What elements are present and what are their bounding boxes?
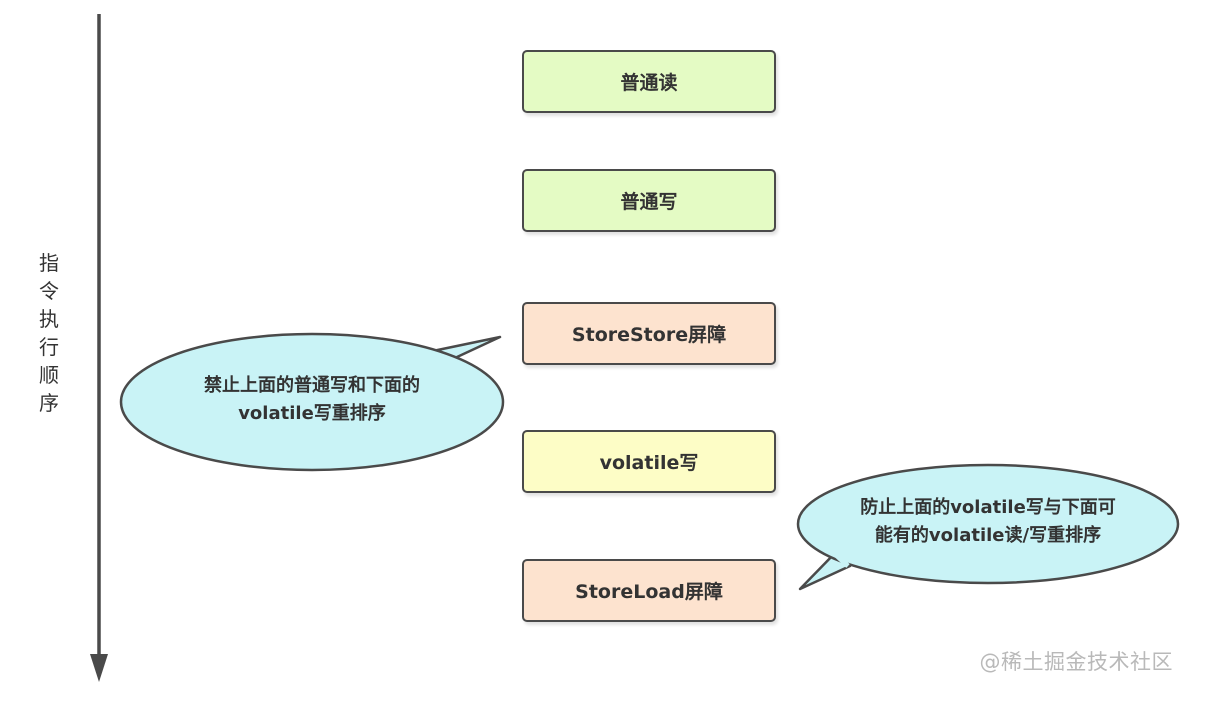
- storestore-barrier-box: StoreStore屏障: [522, 302, 776, 365]
- axis-label-char: 行: [39, 335, 59, 359]
- axis-label-char: 指: [39, 251, 59, 275]
- normal-read-box: 普通读: [522, 50, 776, 113]
- callout-text-storeload: 防止上面的volatile写与下面可 能有的volatile读/写重排序: [806, 494, 1170, 550]
- normal-write-box: 普通写: [522, 169, 776, 232]
- callout-bubble-storestore: [119, 332, 505, 472]
- callout-line: 禁止上面的普通写和下面的: [204, 375, 420, 396]
- callout-line: volatile写重排序: [238, 403, 386, 424]
- axis-label-char: 令: [39, 279, 59, 303]
- callout-text-storestore: 禁止上面的普通写和下面的 volatile写重排序: [132, 372, 492, 428]
- callout-line: 防止上面的volatile写与下面可: [860, 497, 1116, 518]
- axis-label-char: 顺: [39, 363, 59, 387]
- watermark: @稀土掘金技术社区: [979, 650, 1173, 674]
- execution-order-arrowhead: [90, 654, 108, 682]
- volatile-write-box: volatile写: [522, 430, 776, 493]
- axis-label-char: 执: [39, 307, 59, 331]
- storeload-barrier-box: StoreLoad屏障: [522, 559, 776, 622]
- axis-label-char: 序: [39, 391, 59, 415]
- callout-bubble-storeload: [796, 463, 1180, 591]
- callout-line: 能有的volatile读/写重排序: [874, 525, 1102, 546]
